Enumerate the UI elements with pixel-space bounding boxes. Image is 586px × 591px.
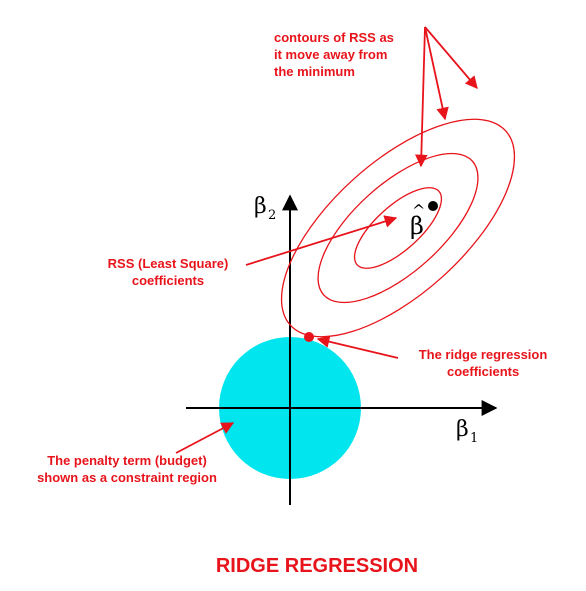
y-axis-label: β [254,194,267,219]
rss-contour-middle [317,152,479,304]
penalty-arrow [175,422,235,454]
ridge-arrow [316,335,399,359]
rss-contour-outer [280,118,516,338]
penalty-annotation-line-1: The penalty term (budget) [47,453,207,468]
rss-arrow [245,215,398,266]
contours-annotation-line-3: the minimum [274,64,355,79]
diagram-title: RIDGE REGRESSION [216,555,418,577]
contour-arrow-outer [424,26,478,89]
y-axis-label-subscript: 2 [268,208,276,223]
contour-arrow-inner [415,26,428,168]
annotation-arrows [175,26,478,454]
contour-arrow-middle [424,26,449,121]
contours-annotation-line-2: it move away from [274,47,387,62]
x-axis-label-subscript: 1 [470,431,478,446]
beta-hat-hat: ^ [412,201,425,220]
contours-annotation-line-1: contours of RSS as [274,30,394,45]
least-squares-point [428,201,438,211]
rss-contours [280,118,516,338]
x-axis-label: β [456,417,469,442]
rss-annotation-line-2: coefficients [132,273,204,288]
rss-contour-inner [353,187,443,269]
rss-annotation-line-1: RSS (Least Square) [108,256,229,271]
ridge-solution-point [304,332,314,342]
beta-hat-symbol: β [410,212,424,240]
ridge-annotation-line-2: coefficients [447,364,519,379]
ridge-annotation-line-1: The ridge regression [419,347,548,362]
penalty-annotation-line-2: shown as a constraint region [37,470,217,485]
